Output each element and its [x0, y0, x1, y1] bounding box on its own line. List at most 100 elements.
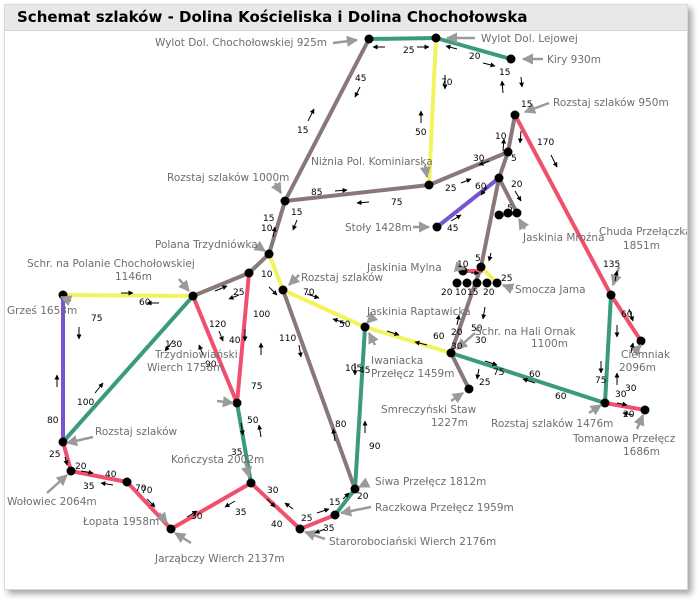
trail-red-1476-tomanowa [603, 401, 647, 412]
trail-red-staroroboc-raczkowa [298, 513, 337, 531]
arrow-icon [481, 306, 487, 320]
trail-green-schr-grzes [61, 294, 195, 444]
place-label: Stoły 1428m [345, 222, 412, 234]
node-mrozna-b [503, 208, 513, 218]
time-label: 90 [205, 360, 217, 370]
trail-map: 25 20 15 15 45 70 50 10 5 170 30 25 60 8… [7, 32, 687, 565]
time-label: 75 [595, 376, 606, 386]
trail-brown-1000-nizna [283, 183, 431, 203]
arrow-icon [271, 226, 277, 238]
arrow-icon [478, 160, 490, 166]
time-label: 25 [301, 514, 312, 524]
trail-red-konczysta-staroroboc [249, 481, 302, 531]
place-label: Jaskinia Mroźna [522, 232, 605, 244]
place-label: Polana Trzydniówka [155, 239, 258, 251]
time-label: 60 [475, 182, 487, 192]
trail-red-jarzabczy-konczysta [169, 481, 253, 531]
trail-green-raczkowa [333, 487, 357, 517]
time-label: 50 [247, 416, 259, 426]
place-label: Rozstaj szlaków [95, 426, 178, 438]
trail-brown-mrozna-1 [497, 176, 519, 215]
trail-yellow-lejowej [427, 36, 438, 187]
node-mrozna-top [503, 147, 513, 157]
node-lopata [122, 477, 132, 487]
pointer-icon [59, 295, 73, 306]
place-label: Wołowiec 2064m [7, 496, 97, 508]
node-cave-4 [482, 278, 492, 288]
pointer-icon [216, 396, 235, 408]
place-label: Jaskinia Mylna [366, 262, 442, 274]
place-label: Rozstaj szlaków 1476m [491, 418, 613, 430]
node-wylot-lejowej [431, 33, 441, 43]
place-label: 1100m [531, 338, 568, 350]
arrow-icon [514, 190, 522, 202]
time-label: 10 [455, 288, 467, 298]
arrow-icon [100, 481, 114, 487]
time-label: 35 [83, 482, 94, 492]
time-label: 70 [135, 484, 147, 494]
time-label: 20 [469, 52, 481, 62]
arrow-icon [334, 187, 348, 193]
time-label: 100 [77, 398, 94, 408]
time-label: 30 [267, 486, 279, 496]
time-label: 20 [75, 462, 87, 472]
place-label: Starorobociański Wierch 2176m [329, 536, 496, 548]
arrow-icon [239, 422, 245, 436]
place-label: Niżnia Pol. Kominiarska [311, 156, 433, 168]
time-label: 10 [495, 132, 507, 142]
node-ciemniak [636, 336, 646, 346]
arrow-icon [460, 178, 472, 184]
time-label: 90 [369, 442, 381, 452]
node-chuda [606, 290, 616, 300]
time-label: 20 [623, 410, 635, 420]
node-staroroboc [295, 524, 305, 534]
place-label: Wylot Dol. Lejowej [481, 33, 578, 45]
node-konczysta [246, 478, 256, 488]
arrow-icon [517, 130, 523, 144]
time-label: 25 [445, 184, 456, 194]
arrow-icon [480, 186, 488, 196]
time-label: 60 [555, 392, 567, 402]
place-label: Jaskinia Raptawicka [366, 306, 471, 318]
pointer-icon [178, 278, 190, 292]
place-label: 2096m [619, 362, 656, 374]
arrow-icon [501, 138, 507, 152]
time-label: 170 [537, 138, 554, 148]
time-label: 105 [345, 364, 362, 374]
pointer-icon [241, 460, 253, 479]
pointer-icon [303, 530, 326, 541]
pointer-icon [65, 435, 94, 447]
pointer-icon [523, 101, 550, 114]
place-label: Kiry 930m [547, 54, 601, 66]
time-label: 45 [359, 366, 370, 376]
node-mylna-2 [476, 262, 486, 272]
place-label: Chuda Przełączka [599, 226, 687, 238]
place-label: Wylot Dol. Chochołowskiej 925m [155, 37, 327, 49]
node-trzydniowianski [232, 398, 242, 408]
arrow-icon [445, 44, 458, 50]
time-label: 85 [311, 188, 322, 198]
node-nizna-pol [424, 180, 434, 190]
node-mrozna-c [512, 208, 522, 218]
arrow-icon [386, 330, 400, 336]
arrow-icon [332, 318, 346, 324]
pointer-icon [588, 403, 602, 416]
time-label: 15 [263, 214, 274, 224]
arrow-icon [316, 508, 330, 514]
time-label: 30 [191, 512, 203, 522]
time-label: 35 [235, 508, 246, 518]
trail-green-chuda [603, 293, 613, 405]
time-label: 45 [447, 224, 458, 234]
time-label: 60 [529, 370, 541, 380]
pointer-icon [450, 391, 464, 404]
arrow-icon [354, 86, 361, 98]
trail-brown-rozstaj-siwa [281, 288, 357, 491]
arrow-icon [63, 456, 69, 466]
time-label: 60 [621, 310, 633, 320]
place-label: Schr. na Hali Ornak [475, 326, 577, 338]
arrow-icon [266, 498, 276, 508]
trail-brown-rozstaj-down [267, 199, 287, 256]
time-label: 80 [47, 416, 59, 426]
nodes [58, 33, 650, 534]
time-label: 30 [475, 336, 487, 346]
